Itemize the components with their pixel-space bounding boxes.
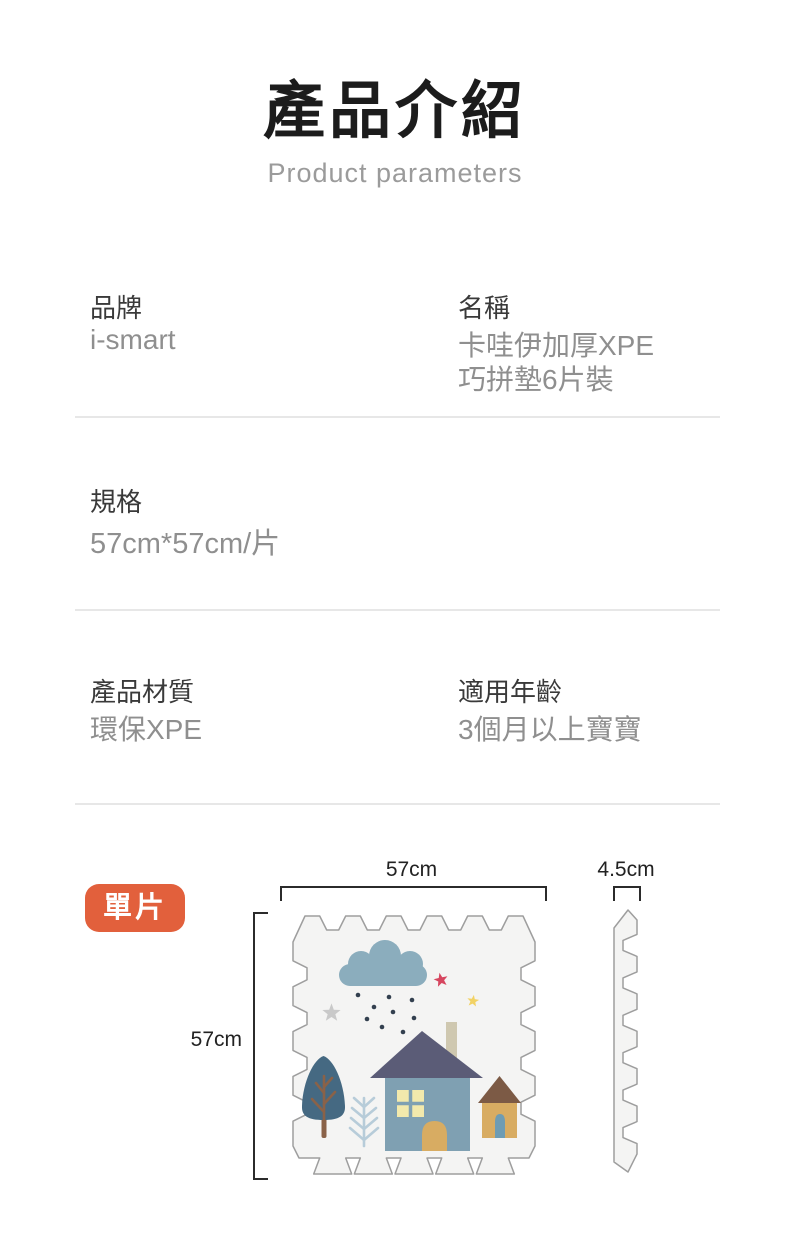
param-label-spec: 規格 [90, 487, 143, 517]
cloud-illustration [339, 940, 427, 986]
page-title: 產品介紹 [262, 77, 527, 146]
star-icon-yellow [467, 994, 480, 1007]
param-value-brand: i-smart [90, 324, 176, 355]
page-subtitle: Product parameters [267, 158, 523, 188]
house-roof [370, 1031, 483, 1078]
chimney [446, 1022, 457, 1062]
star-icon-gray [322, 1003, 341, 1021]
width-measure-label: 57cm [385, 858, 438, 881]
divider [75, 416, 720, 418]
thickness-measure-bracket [613, 886, 641, 901]
param-label-age: 適用年齡 [458, 677, 563, 707]
param-value-material: 環保XPE [90, 714, 203, 745]
divider [75, 803, 720, 805]
side-profile-outline [613, 909, 638, 1173]
thickness-measure-label: 4.5cm [597, 858, 655, 881]
height-measure-label: 57cm [190, 1028, 242, 1051]
divider [75, 609, 720, 611]
param-label-name: 名稱 [458, 293, 511, 323]
height-measure-bracket [253, 912, 268, 1180]
param-value-name-line2: 巧拼墊6片裝 [458, 364, 614, 395]
tree-illustration [301, 1056, 346, 1138]
width-measure-bracket [280, 886, 547, 901]
puzzle-mat-illustration [292, 915, 536, 1175]
param-label-material: 產品材質 [90, 677, 195, 707]
house-illustration [370, 1022, 483, 1151]
mat-side-profile-illustration [613, 909, 638, 1173]
rain-dots [355, 992, 417, 1035]
param-value-spec: 57cm*57cm/片 [90, 528, 281, 560]
star-icon-red [433, 972, 448, 987]
single-piece-badge: 單片 [85, 884, 186, 932]
param-label-brand: 品牌 [90, 293, 143, 323]
pine-sketch-illustration [348, 1096, 380, 1148]
small-house-illustration [478, 1076, 521, 1138]
house-door [422, 1121, 447, 1151]
param-value-name-line1: 卡哇伊加厚XPE [458, 330, 655, 361]
small-house-door [495, 1114, 505, 1138]
small-house-roof [478, 1076, 521, 1103]
param-value-age: 3個月以上寶寶 [458, 714, 642, 745]
